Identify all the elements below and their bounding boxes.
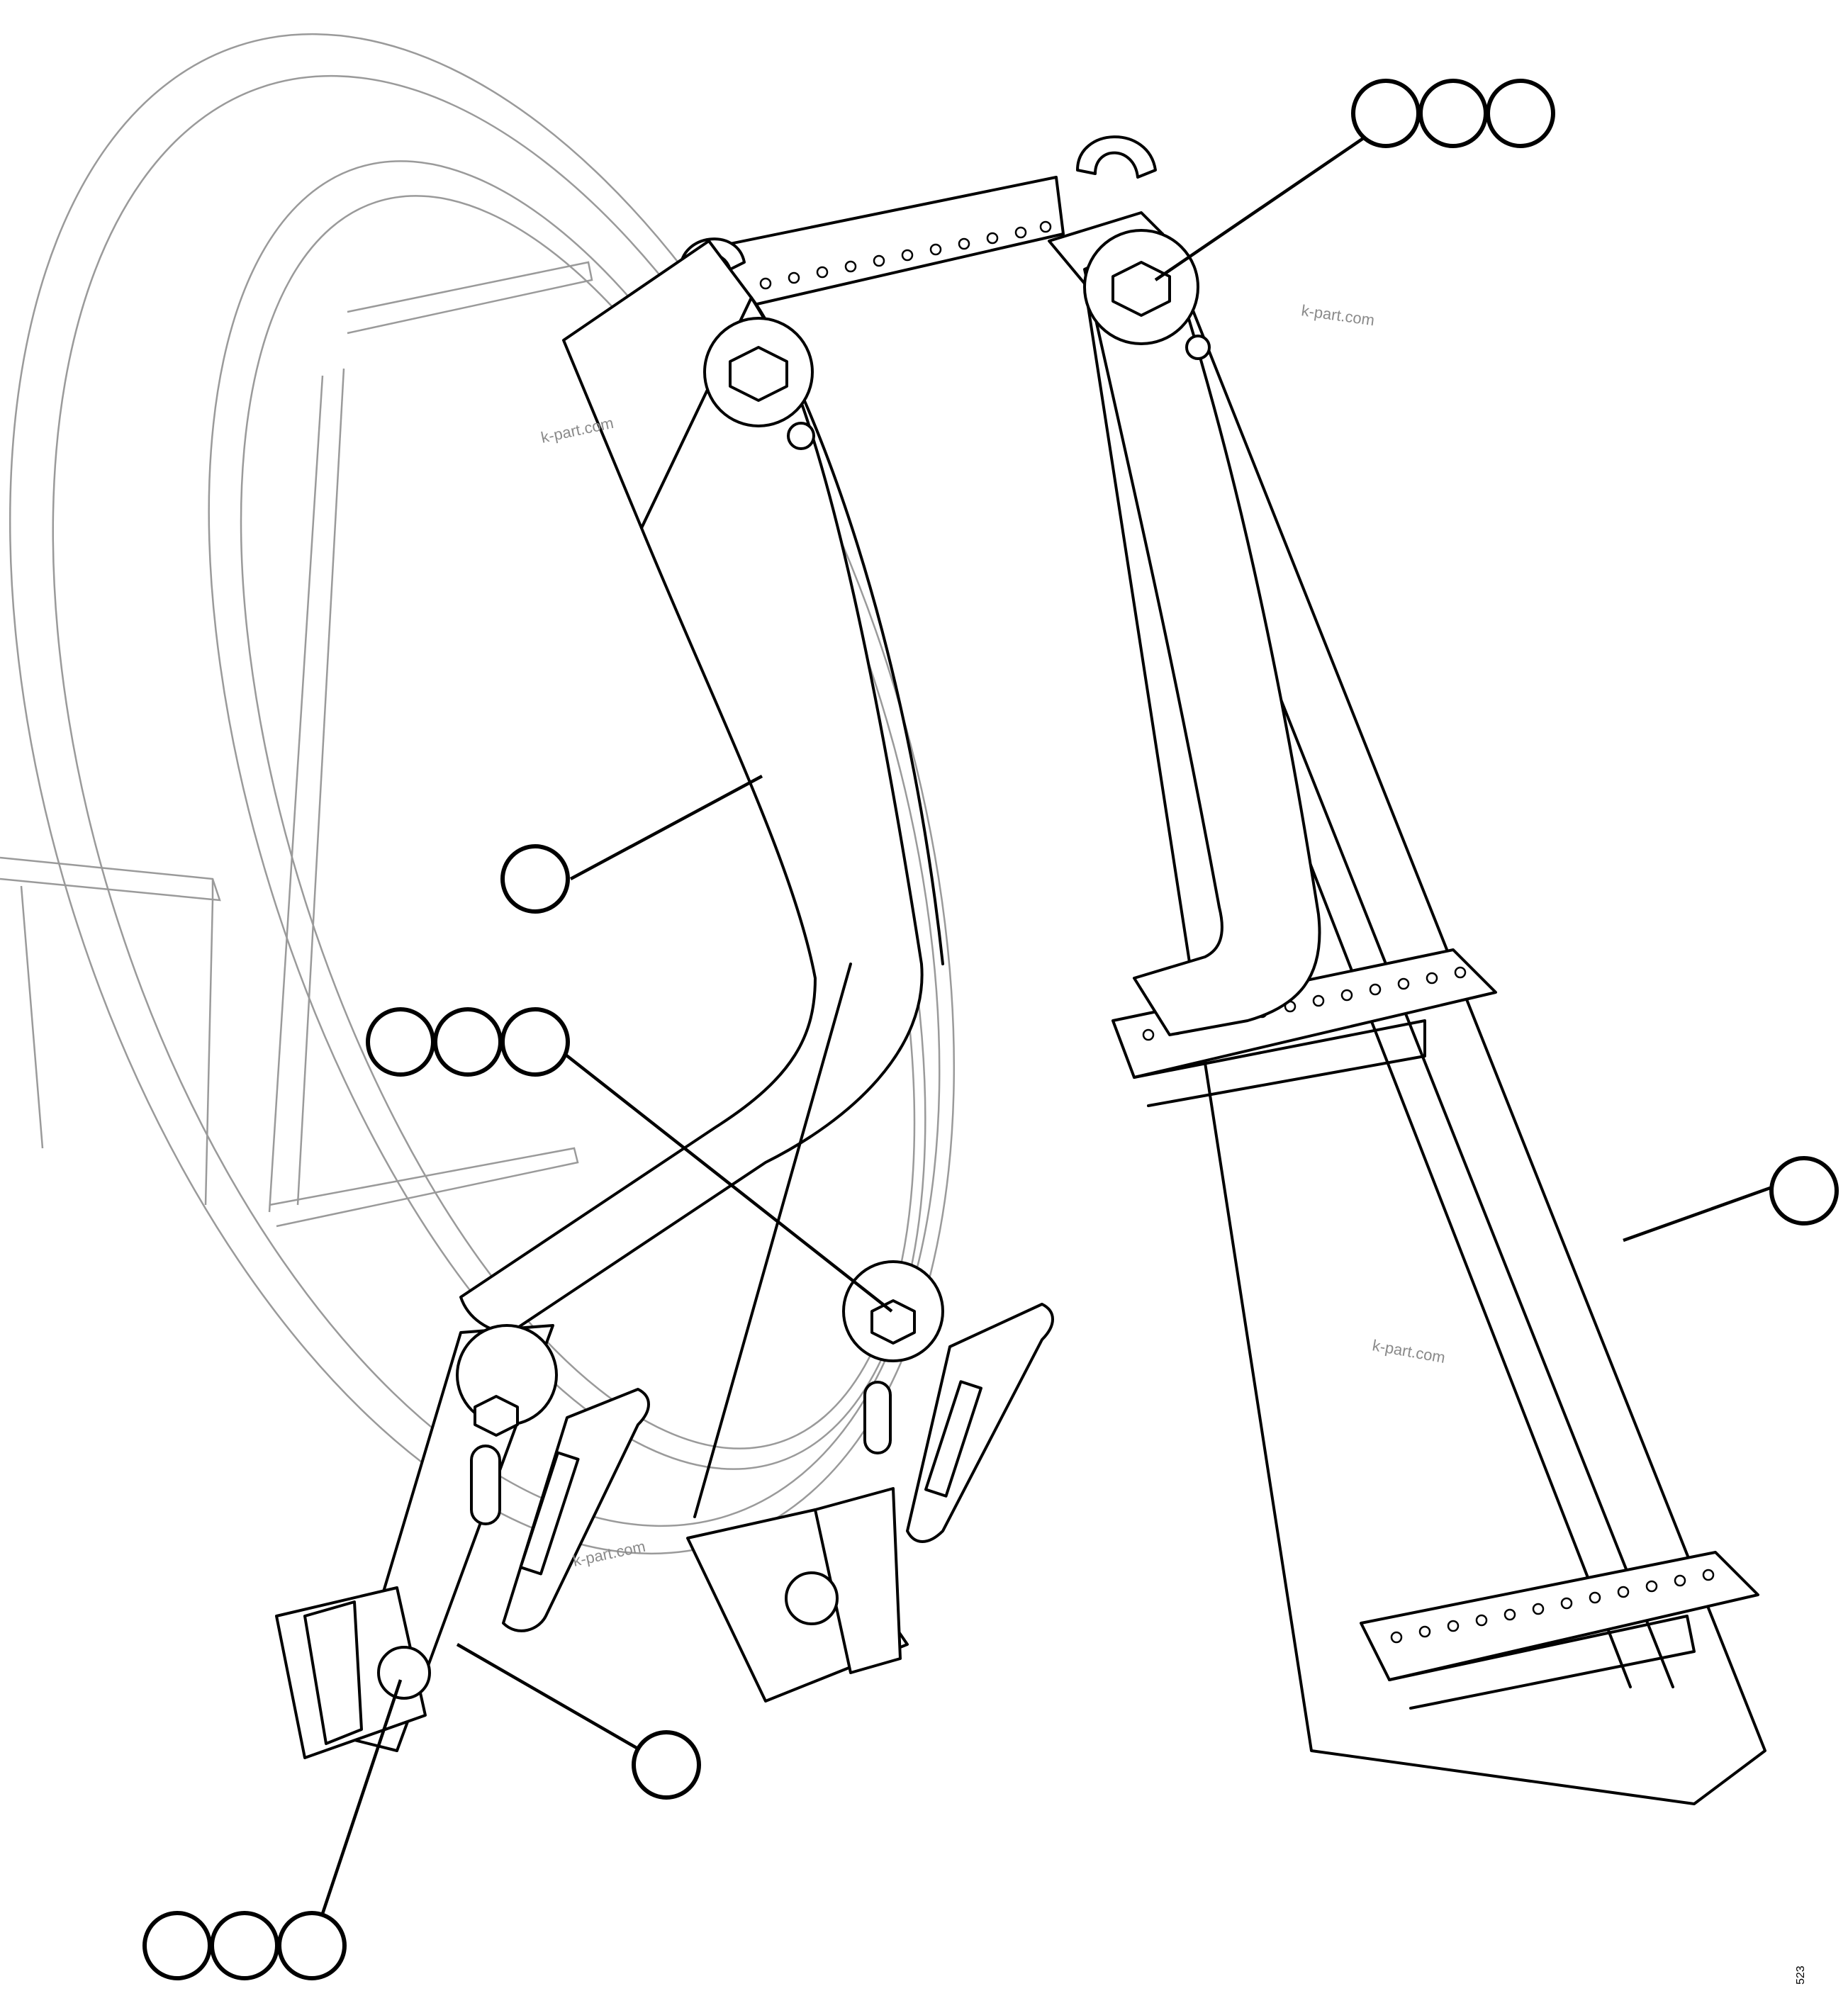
watermark: k-part.com bbox=[539, 414, 615, 447]
callout-upper-arm[interactable] bbox=[500, 844, 570, 914]
callout-balloon[interactable] bbox=[277, 1911, 347, 1980]
callout-ladder-frame[interactable] bbox=[1769, 1156, 1839, 1226]
callout-balloon[interactable] bbox=[210, 1911, 279, 1980]
callout-group-center bbox=[366, 1007, 570, 1077]
right-arm bbox=[1083, 229, 1321, 1036]
callout-balloon[interactable] bbox=[366, 1007, 435, 1077]
callout-balloon[interactable] bbox=[142, 1911, 212, 1980]
callout-group-top-right bbox=[1351, 79, 1555, 148]
callout-lower-bracket[interactable] bbox=[632, 1730, 701, 1800]
callout-balloon[interactable] bbox=[1418, 79, 1488, 148]
drawing-code: 523 bbox=[1795, 1965, 1807, 1985]
lower-bracket-right bbox=[686, 963, 1054, 1703]
upper-arm bbox=[459, 240, 944, 1334]
watermark: k-part.com bbox=[1300, 301, 1375, 329]
callout-balloon[interactable] bbox=[1486, 79, 1555, 148]
leader-lines bbox=[320, 119, 1773, 1914]
callout-balloon[interactable] bbox=[500, 1007, 570, 1077]
lower-bracket-left bbox=[275, 1324, 650, 1759]
callout-group-bottom-left bbox=[142, 1911, 347, 1980]
callout-balloon[interactable] bbox=[433, 1007, 503, 1077]
callout-balloon[interactable] bbox=[1351, 79, 1421, 148]
